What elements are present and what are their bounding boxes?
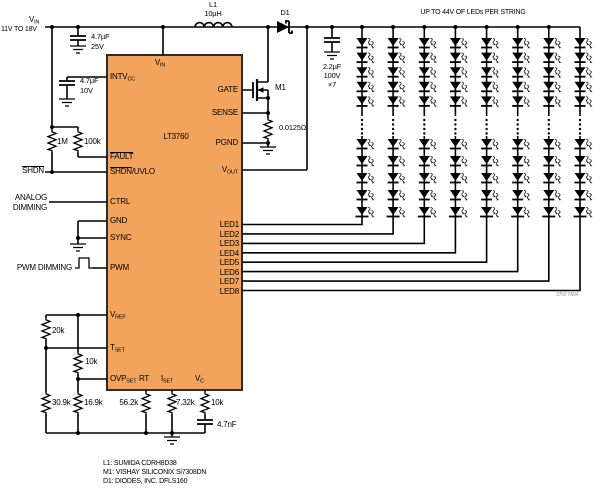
chip-name: LT3760 [163,132,189,141]
pwm-dimming-label: PWM DIMMING [16,263,72,272]
vc-cap-value: 4.7nF [217,420,237,429]
ovp-top-resistor: 10k [85,357,98,366]
inductor-icon [194,21,233,28]
vin-label: VIN [29,15,40,26]
pin-led2: LED2 [219,230,239,239]
nmos-transistor-icon [252,79,264,101]
pin-led7: LED7 [219,277,239,286]
pin-gnd: GND [110,216,128,225]
ic-lt3760-body [106,54,243,391]
output-cap-rating: 100V [323,71,341,80]
pin-ovpset: OVPSET [110,374,137,385]
ovp-bottom-resistor: 16.9k [84,398,103,407]
tset-top-resistor: 20k [52,326,65,335]
fault-pullup-resistor: 100k [84,137,101,146]
pin-led1: LED1 [219,220,239,229]
pin-led4: LED4 [219,249,239,258]
inductor-value: 10µH [204,9,222,18]
pin-pwm: PWM [110,263,129,272]
led-string-array [242,25,594,292]
vcc-cap-value: 4.7µF [80,76,99,85]
input-cap-rating: 25V [91,42,104,51]
pin-intvcc: INTVCC [110,72,135,83]
sense-resistor-value: 0.0125Ω [279,123,307,132]
junction-dots [44,25,334,435]
input-cap-value: 4.7µF [91,32,110,41]
led-string-title: UP TO 44V OF LEDs PER STRING [420,9,526,16]
vcc-cap-rating: 10V [80,86,93,95]
pin-pgnd: PGND [215,138,239,147]
source-tag: 3760 TA04 [556,292,579,298]
shdn-signal-label: SHDN [22,166,44,175]
led-string-8 [242,27,581,292]
note-m1: M1: VISHAY SILICONIX Si7308DN [103,469,207,476]
tset-bottom-resistor: 30.9k [52,398,71,407]
note-l1: L1: SUMIDA CDRH8D38 [103,460,177,467]
mosfet-ref: M1 [275,83,286,92]
pin-shdn-uvlo: SHDN/UVLO [110,167,155,176]
pin-vout: VOUT [221,165,238,176]
vin-range-label: 11V TO 18V [1,26,37,33]
inductor-ref: L1 [209,0,217,9]
pin-sense: SENSE [211,108,238,117]
pin-led8: LED8 [219,287,239,296]
led-string-6 [242,27,519,273]
diode-ref: D1 [280,8,290,17]
pin-vin: VIN [154,58,166,69]
pin-led3: LED3 [219,239,239,248]
output-cap-value: 2.2µF [322,62,342,71]
capacitor-symbols [59,35,340,425]
pin-iset: ISET [161,374,174,385]
schottky-diode-icon [277,20,293,34]
pin-led5: LED5 [219,258,239,267]
pin-vref: VREF [110,310,126,321]
note-d1: D1: DIODES, INC. DFLS160 [103,478,188,485]
pin-vc: VC [195,374,204,385]
pin-tset: TSET [110,343,125,354]
output-cap-qty: ×7 [327,80,337,89]
pin-rt: RT [139,374,150,383]
pin-sync: SYNC [110,233,132,242]
analog-dimming-label-1: ANALOG [14,193,47,202]
wires [45,26,580,437]
rt-resistor: 56.2k [119,398,138,407]
analog-dimming-label-2: DIMMING [12,203,47,212]
pin-gate: GATE [217,85,239,94]
iset-resistor: 7.32k [176,398,195,407]
pwm-pulse-icon [75,257,93,269]
pin-fault: FAULT [110,152,134,161]
pin-led6: LED6 [219,268,239,277]
uvlo-top-resistor: 1M [57,137,68,146]
pin-ctrl: CTRL [110,197,131,206]
vc-resistor: 10k [211,398,224,407]
